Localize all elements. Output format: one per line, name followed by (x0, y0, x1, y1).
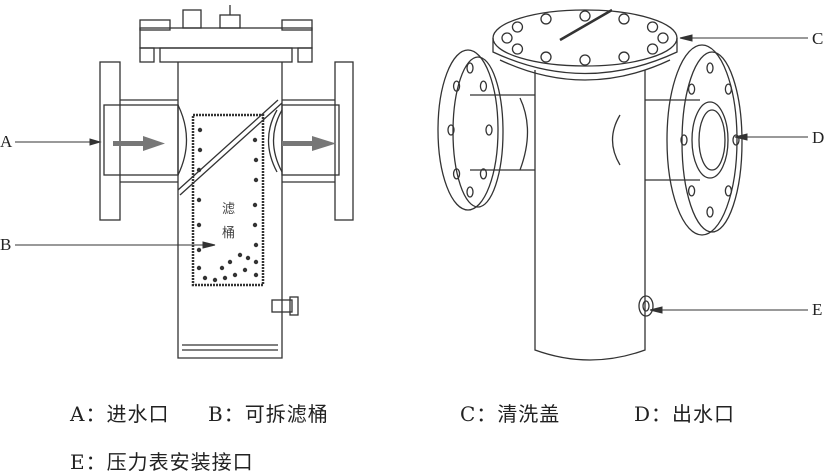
debris-dot (232, 272, 238, 278)
legend-d: D：出水口 (634, 402, 736, 426)
bolt-hole-icon (466, 186, 474, 198)
bolt-hole-icon (687, 185, 696, 197)
bolt-hole-icon (479, 168, 488, 180)
bolt-hole-icon (680, 134, 688, 146)
bolt-hole-icon (724, 83, 733, 95)
debris-dot (196, 167, 202, 173)
bolt-icon (646, 21, 659, 33)
bolt-icon (511, 21, 524, 33)
leader-lines (15, 34, 808, 314)
flow-arrow-out (282, 136, 336, 151)
debris-dot (252, 137, 258, 143)
gauge-port (271, 299, 293, 313)
debris-dot (253, 177, 259, 183)
debris-dot (197, 127, 203, 133)
bolt-icon (501, 32, 513, 44)
debris-dot (245, 255, 251, 261)
debris-dot (202, 275, 208, 281)
debris-dot (253, 242, 259, 248)
inlet-flange-3d (437, 49, 499, 211)
outlet-flange (281, 61, 354, 221)
bolt-hole-icon (466, 62, 474, 74)
filter-basket (191, 113, 265, 287)
external-view (437, 8, 743, 361)
bolt-hole-icon (724, 185, 733, 197)
debris-dot (237, 252, 243, 258)
outlet-flange-3d (666, 44, 738, 236)
bolt-hole-icon (706, 206, 714, 218)
bolt-icon (540, 51, 552, 63)
debris-dots (196, 127, 259, 283)
label-a: A (0, 132, 13, 151)
cover-bolts (501, 10, 669, 66)
bolt-icon (657, 32, 669, 44)
bolt-icon (579, 54, 591, 66)
debris-dot (196, 265, 202, 271)
inlet-flange-bolts (447, 62, 493, 198)
debris-dot (252, 222, 258, 228)
bolt-icon (618, 13, 630, 25)
bolt-hole-icon (479, 80, 488, 92)
bolt-icon (646, 43, 659, 55)
bolt-hole-icon (485, 124, 493, 136)
label-b: B (0, 235, 12, 254)
debris-dot (196, 222, 202, 228)
basket-text-2: 桶 (222, 226, 236, 241)
bolt-hole-icon (447, 124, 455, 136)
label-c: C (812, 29, 824, 48)
debris-dot (196, 247, 202, 253)
flow-arrow-in (113, 136, 165, 151)
debris-dot (219, 265, 225, 271)
debris-dot (242, 267, 248, 273)
bolt-icon (618, 51, 630, 63)
label-d: D (812, 128, 825, 147)
body-cylinder (534, 70, 646, 361)
legend-a: A：进水口 (70, 402, 170, 426)
bolt-icon (511, 43, 524, 55)
debris-dot (253, 259, 259, 265)
bolt-icon (540, 13, 552, 25)
legend-e: E：压力表安装接口 (70, 450, 254, 474)
debris-dot (197, 147, 203, 153)
diagonal-plate (177, 99, 283, 196)
cross-section-view (99, 5, 354, 359)
outlet-flange-bolts (680, 62, 740, 218)
label-e: E (812, 300, 823, 319)
bolt-hole-icon (452, 168, 461, 180)
bolt-icon (579, 10, 591, 22)
bolt-hole-icon (706, 62, 714, 74)
debris-dot (212, 277, 218, 283)
top-cover (139, 5, 313, 63)
debris-dot (222, 275, 228, 281)
debris-dot (227, 259, 233, 265)
body (120, 62, 335, 359)
debris-dot (253, 272, 259, 278)
gauge-port-3d (638, 295, 654, 317)
legend-c: C：清洗盖 (460, 402, 561, 426)
cleaning-cover (492, 9, 678, 67)
debris-dot (252, 202, 258, 208)
basket-text-1: 滤 (222, 202, 236, 217)
bolt-hole-icon (687, 83, 696, 95)
debris-dot (196, 197, 202, 203)
legend-b: B：可拆滤桶 (208, 402, 329, 426)
bolt-hole-icon (732, 134, 740, 146)
debris-dot (253, 157, 259, 163)
bolt-hole-icon (452, 80, 461, 92)
